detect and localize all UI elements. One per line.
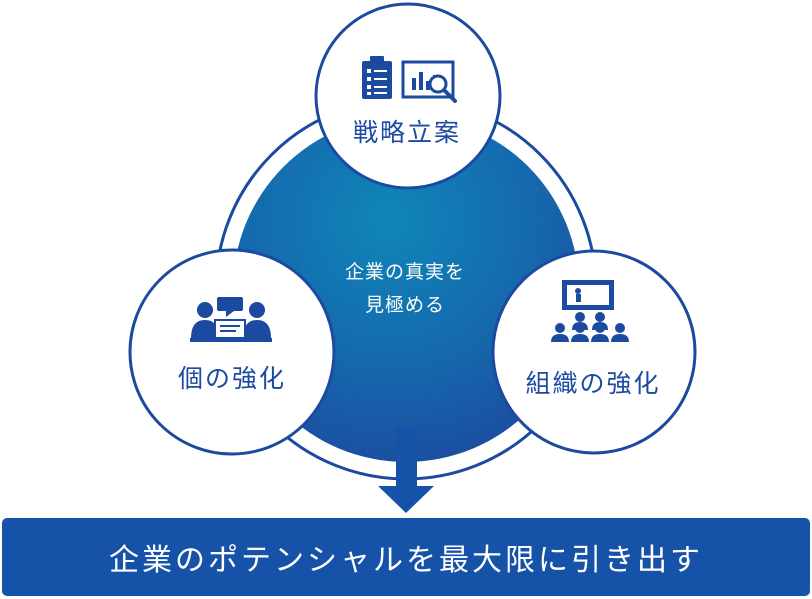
node-label-right: 組織の強化 (525, 369, 661, 398)
node-circle-right (491, 249, 697, 455)
node-label-left: 個の強化 (177, 364, 286, 393)
chart-magnifier-icon (401, 60, 457, 103)
down-arrow-icon (378, 428, 434, 513)
node-label-top: 戦略立案 (352, 118, 461, 147)
center-line-1: 企業の真実を (344, 261, 465, 283)
group-presentation-icon (551, 280, 629, 342)
bottom-banner: 企業のポテンシャルを最大限に引き出す (2, 518, 810, 596)
node-circle-left (128, 248, 336, 456)
one-on-one-meeting-icon (190, 297, 272, 342)
center-line-2: 見極める (364, 294, 445, 316)
banner-text: 企業のポテンシャルを最大限に引き出す (109, 543, 703, 578)
checklist-icon (362, 56, 392, 99)
center-text: 企業の真実を 見極める (305, 256, 505, 322)
